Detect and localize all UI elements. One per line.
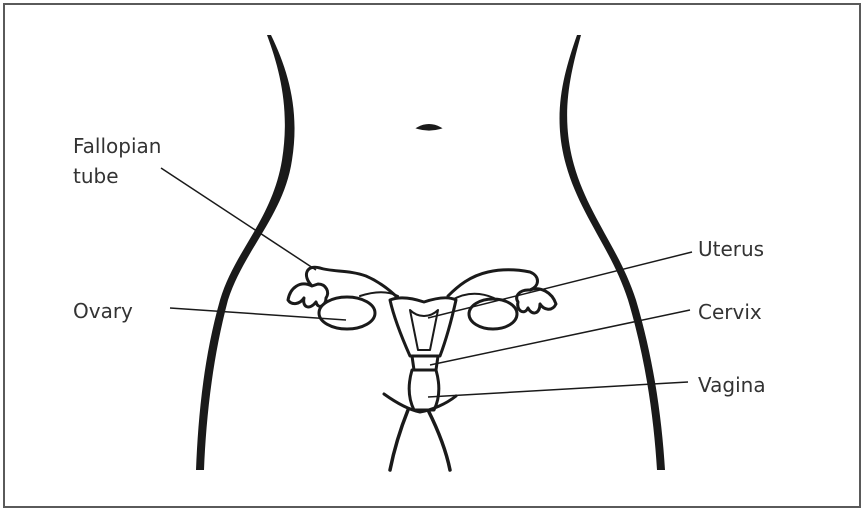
leader-uterus xyxy=(428,252,692,318)
label-uterus: Uterus xyxy=(698,234,764,264)
right-ovary xyxy=(469,299,517,329)
left-ovary xyxy=(319,297,375,329)
label-fallopian-tube-line2: tube xyxy=(73,161,161,191)
uterus-organ xyxy=(288,267,556,412)
cervix xyxy=(412,356,438,370)
leader-fallopian-tube xyxy=(161,168,316,270)
label-fallopian-tube-line1: Fallopian xyxy=(73,131,161,161)
right-fimbriae xyxy=(517,289,556,313)
left-fimbriae xyxy=(288,284,328,307)
label-fallopian-tube: Fallopian tube xyxy=(73,131,161,191)
label-cervix: Cervix xyxy=(698,297,762,327)
label-vagina: Vagina xyxy=(698,370,766,400)
torso-right-outline xyxy=(560,35,665,470)
navel xyxy=(418,125,440,130)
legs xyxy=(390,410,450,470)
vagina xyxy=(409,370,439,410)
torso-left-outline xyxy=(196,35,295,470)
label-ovary: Ovary xyxy=(73,296,133,326)
